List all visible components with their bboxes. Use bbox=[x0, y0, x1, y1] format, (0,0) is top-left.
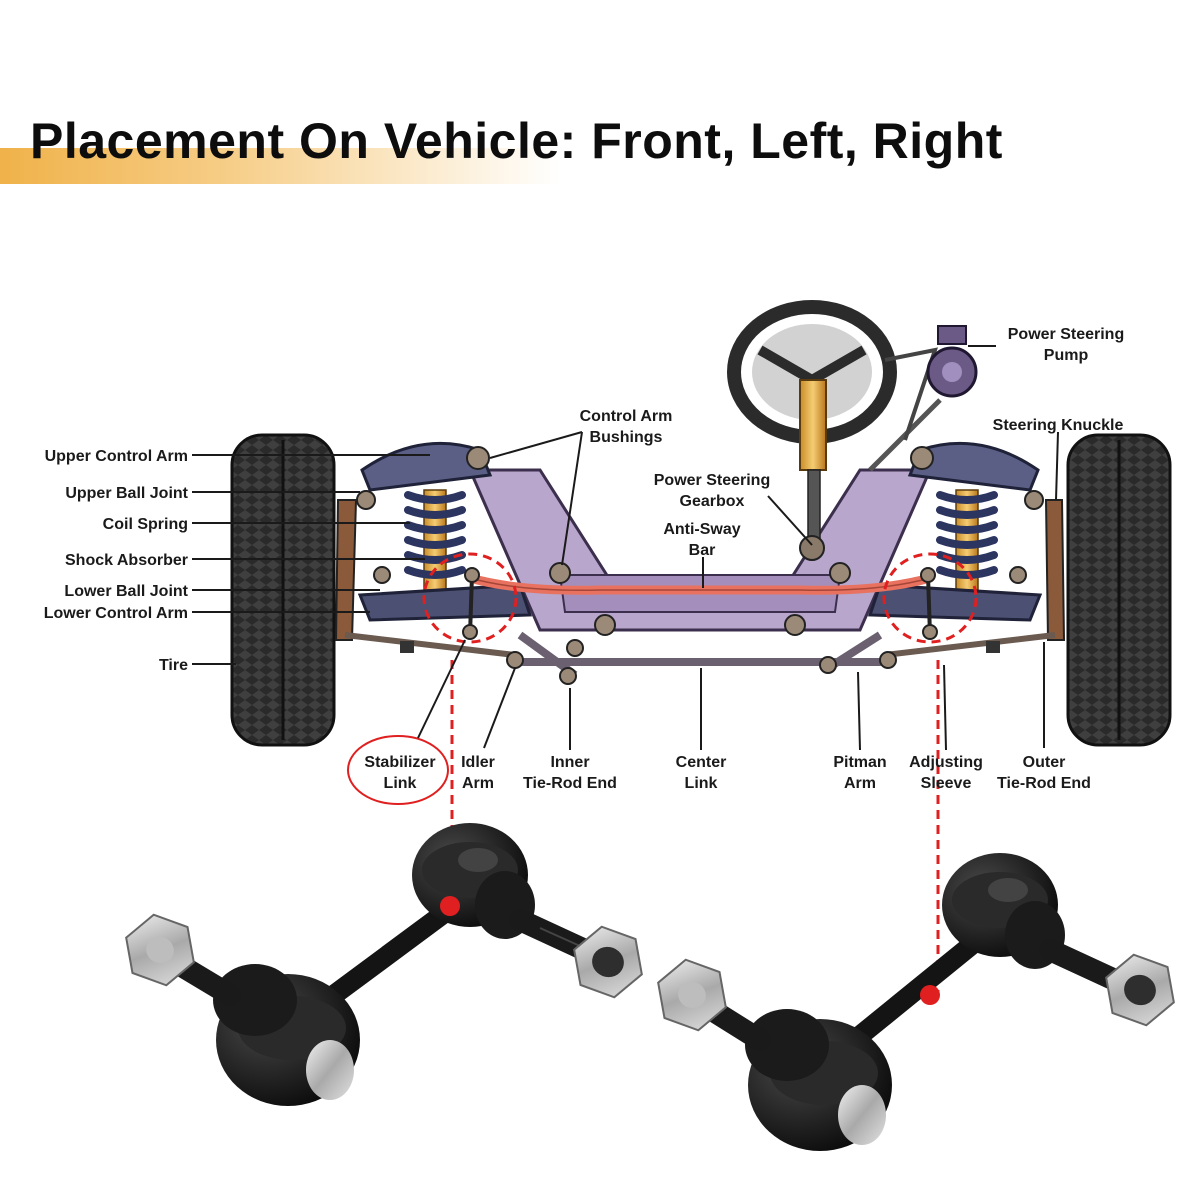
steering-knuckle-left bbox=[334, 499, 358, 641]
label-control-arm-bushings-2: Bushings bbox=[590, 429, 663, 446]
label-power-steering-pump-2: Pump bbox=[1044, 347, 1089, 364]
stabilizer-link-right-small bbox=[920, 567, 938, 640]
label-anti-sway-bar-1: Anti-Sway bbox=[663, 521, 740, 538]
label-power-steering-pump-1: Power Steering bbox=[1008, 326, 1124, 343]
label-stabilizer-link-1: Stabilizer bbox=[364, 754, 435, 771]
label-idler-arm-1: Idler bbox=[461, 754, 495, 771]
label-steering-knuckle: Steering Knuckle bbox=[993, 417, 1124, 434]
label-pitman-arm-2: Arm bbox=[844, 775, 876, 792]
title-accent-bar bbox=[0, 148, 560, 184]
stabilizer-label-circle bbox=[347, 735, 449, 805]
power-steering-pump bbox=[868, 325, 978, 472]
label-coil-spring: Coil Spring bbox=[103, 516, 188, 533]
lower-control-arm-right bbox=[867, 583, 1043, 622]
label-control-arm-bushings-1: Control Arm bbox=[580, 408, 673, 425]
page-title: Placement On Vehicle: Front, Left, Right bbox=[30, 113, 1003, 169]
label-adjusting-sleeve-1: Adjusting bbox=[909, 754, 983, 771]
label-inner-tie-rod-end-1: Inner bbox=[550, 754, 589, 771]
product-stabilizer-link-left bbox=[125, 823, 643, 1106]
product-stabilizer-link-right bbox=[657, 853, 1175, 1151]
label-upper-control-arm: Upper Control Arm bbox=[45, 448, 188, 465]
label-power-steering-gearbox-1: Power Steering bbox=[654, 472, 770, 489]
label-stabilizer-link-2: Link bbox=[384, 775, 417, 792]
coil-spring-left bbox=[404, 489, 466, 591]
label-outer-tie-rod-end-1: Outer bbox=[1023, 754, 1066, 771]
label-shock-absorber: Shock Absorber bbox=[65, 552, 188, 569]
lower-control-arm-left bbox=[357, 583, 533, 622]
coil-spring-right bbox=[936, 489, 998, 591]
label-anti-sway-bar-2: Bar bbox=[689, 542, 716, 559]
label-center-link-1: Center bbox=[676, 754, 727, 771]
label-upper-ball-joint: Upper Ball Joint bbox=[65, 485, 188, 502]
label-power-steering-gearbox-2: Gearbox bbox=[680, 493, 745, 510]
label-idler-arm-2: Arm bbox=[462, 775, 494, 792]
label-tire: Tire bbox=[159, 657, 188, 674]
steering-wheel bbox=[727, 300, 897, 561]
label-center-link-2: Link bbox=[685, 775, 718, 792]
leader-lines bbox=[192, 345, 1059, 751]
label-outer-tie-rod-end-2: Tie-Rod End bbox=[997, 775, 1091, 792]
steering-linkage bbox=[344, 631, 1056, 685]
stabilizer-link-left-small bbox=[462, 567, 480, 640]
tire-right bbox=[1066, 433, 1172, 747]
label-inner-tie-rod-end-2: Tie-Rod End bbox=[523, 775, 617, 792]
label-lower-control-arm: Lower Control Arm bbox=[44, 605, 188, 622]
highlight-circle-right bbox=[882, 552, 978, 644]
highlight-circle-left bbox=[422, 552, 518, 644]
label-pitman-arm-1: Pitman bbox=[833, 754, 886, 771]
label-lower-ball-joint: Lower Ball Joint bbox=[64, 583, 188, 600]
steering-knuckle-right bbox=[1044, 499, 1066, 641]
label-adjusting-sleeve-2: Sleeve bbox=[921, 775, 972, 792]
